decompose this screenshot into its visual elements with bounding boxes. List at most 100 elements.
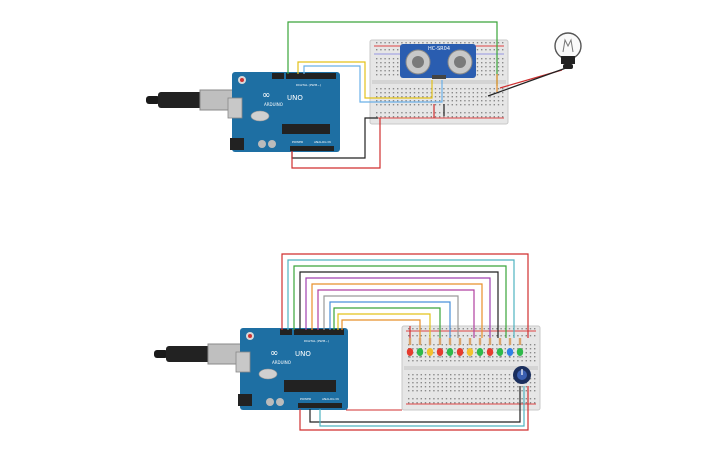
wire-green-10[interactable] (333, 307, 441, 338)
breadboard-bottom[interactable] (401, 325, 541, 411)
breadboard-hole (430, 100, 432, 102)
wire-blue-9[interactable] (329, 301, 451, 338)
light-bulb[interactable] (554, 32, 582, 69)
breadboard-hole (496, 390, 498, 392)
led[interactable] (486, 348, 494, 356)
potentiometer[interactable] (513, 366, 531, 384)
breadboard-hole (521, 335, 523, 337)
resistor[interactable] (468, 338, 472, 345)
resistor[interactable] (508, 338, 512, 345)
breadboard-hole (420, 402, 422, 404)
breadboard-hole (466, 378, 469, 380)
breadboard-hole (466, 382, 469, 384)
breadboard-hole (445, 398, 448, 400)
wire-orange-12[interactable] (341, 319, 421, 338)
breadboard-hole (525, 328, 527, 330)
breadboard-hole (502, 100, 504, 102)
wire-black-4[interactable] (299, 271, 499, 338)
led[interactable] (506, 348, 514, 356)
led[interactable] (416, 348, 424, 356)
wire-green-3[interactable] (293, 265, 507, 338)
breadboard-hole (476, 116, 479, 118)
wire-red-bottom[interactable] (299, 386, 529, 431)
breadboard-hole (513, 356, 515, 358)
breadboard-hole (409, 116, 411, 118)
breadboard-hole (439, 88, 441, 90)
wire-yellow-11[interactable] (337, 313, 431, 338)
led[interactable] (406, 348, 414, 356)
breadboard-hole (450, 382, 452, 384)
breadboard-hole (476, 96, 479, 98)
breadboard-hole (464, 42, 466, 44)
breadboard-hole (493, 112, 495, 114)
resistor[interactable] (408, 338, 412, 345)
breadboard-hole (380, 116, 382, 118)
breadboard-hole (489, 100, 491, 102)
breadboard-hole (429, 374, 431, 376)
resistor[interactable] (488, 338, 492, 345)
arduino-top[interactable]: ∞ ARDUINO UNO DIGITAL (PWM~) POWER ANALO… (227, 72, 340, 152)
breadboard-hole (471, 386, 473, 388)
wire-purple-5[interactable] (305, 277, 491, 338)
breadboard-hole (420, 360, 422, 362)
led[interactable] (436, 348, 444, 356)
resistor[interactable] (438, 338, 442, 345)
resistor[interactable] (428, 338, 432, 345)
led[interactable] (456, 348, 464, 356)
wire-teal-2[interactable] (287, 259, 515, 338)
breadboard-hole (462, 335, 464, 337)
breadboard-hole (481, 112, 483, 114)
wire-red-top-1[interactable] (291, 118, 381, 169)
breadboard-hole (464, 88, 466, 90)
led[interactable] (426, 348, 434, 356)
resistor[interactable] (478, 338, 482, 345)
led[interactable] (516, 348, 524, 356)
breadboard-hole (485, 104, 487, 106)
breadboard-hole (458, 356, 460, 358)
wire-teal-bottom[interactable] (319, 386, 525, 427)
usb-cable-bottom[interactable] (154, 343, 243, 365)
resistor[interactable] (518, 338, 522, 345)
breadboard-hole (426, 92, 428, 94)
wire-purple-7[interactable] (317, 289, 475, 338)
led[interactable] (496, 348, 504, 356)
wire-red-outer[interactable] (281, 253, 529, 338)
breadboard-hole (485, 49, 487, 51)
wire-black-lamp[interactable] (487, 67, 567, 97)
wire-orange-6[interactable] (311, 283, 483, 338)
breadboard-hole (489, 74, 491, 76)
ultrasonic-sensor[interactable]: HC-SR04 (400, 44, 476, 79)
breadboard-hole (481, 58, 483, 60)
breadboard-hole (466, 398, 469, 400)
wire-green-top[interactable] (287, 21, 498, 86)
wire-gray-8[interactable] (323, 295, 459, 338)
arduino-bottom[interactable]: ∞ ARDUINO UNO DIGITAL (PWM~) POWER ANALO… (235, 328, 348, 410)
breadboard-hole (434, 104, 437, 106)
breadboard-hole (476, 74, 479, 76)
breadboard-hole (430, 88, 432, 90)
breadboard-hole (460, 42, 462, 44)
led[interactable] (476, 348, 484, 356)
led[interactable] (446, 348, 454, 356)
resistor[interactable] (498, 338, 502, 345)
wire-black-bottom[interactable] (309, 386, 521, 423)
breadboard-hole (485, 112, 487, 114)
breadboard-hole (445, 374, 448, 376)
breadboard-hole (483, 328, 485, 330)
usb-cable-top[interactable] (146, 89, 235, 111)
breadboard-hole (455, 92, 458, 94)
wire-blue-top[interactable] (303, 65, 443, 103)
breadboard-hole (529, 382, 532, 384)
breadboard-hole (412, 378, 414, 380)
wire-yellow-top[interactable] (297, 61, 433, 99)
breadboard-hole (434, 42, 437, 44)
breadboard-hole (464, 92, 466, 94)
led[interactable] (466, 348, 474, 356)
breadboard-hole (401, 116, 403, 118)
resistor[interactable] (418, 338, 422, 345)
breadboard-hole (508, 374, 511, 376)
resistor[interactable] (448, 338, 452, 345)
resistor[interactable] (458, 338, 462, 345)
breadboard-hole (412, 356, 414, 358)
breadboard-hole (513, 386, 515, 388)
